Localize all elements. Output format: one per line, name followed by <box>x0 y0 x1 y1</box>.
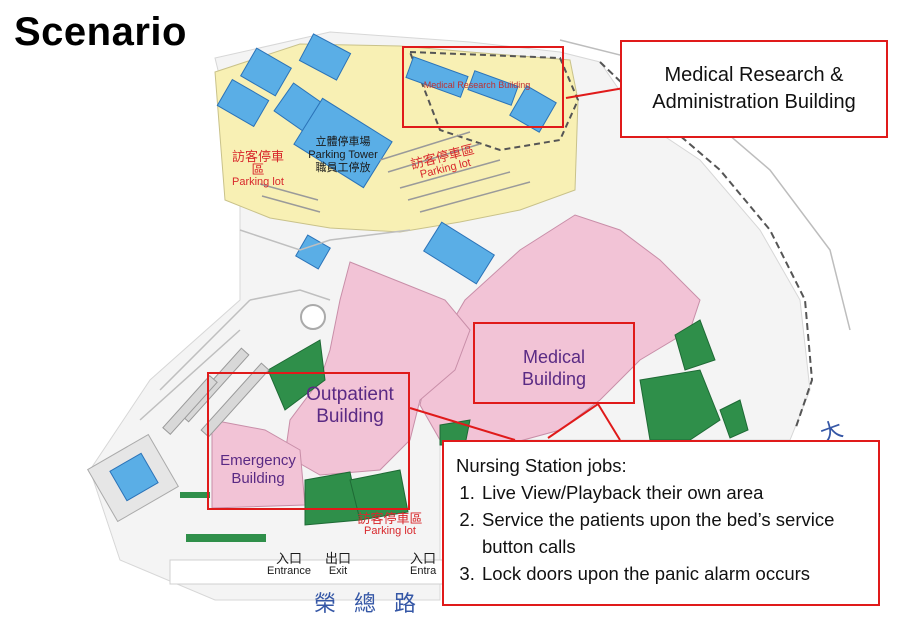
emergency-line1: Emergency <box>220 452 296 469</box>
nursing-job-item: Lock doors upon the panic alarm occurs <box>480 560 878 587</box>
parking-stripes <box>259 131 531 213</box>
exit-label: 出口 Exit <box>318 552 358 578</box>
medical-building-label: Medical Building <box>493 346 615 390</box>
research-callout-pointer <box>565 87 625 99</box>
parking-tower-en: Parking Tower <box>308 149 378 161</box>
parking-tower-cn: 立體停車場 <box>315 136 371 148</box>
nursing-job-item: Live View/Playback their own area <box>480 479 878 506</box>
emergency-line2: Building <box>231 470 285 487</box>
visitor-parking-label-south: 訪客停車區 Parking lot <box>350 512 430 538</box>
research-callout-line2: Administration Building <box>652 91 856 113</box>
research-boundary-dashed <box>408 50 580 152</box>
outpatient-line1: Outpatient <box>306 384 394 405</box>
research-callout-line1: Medical Research & <box>664 64 844 86</box>
roundabout <box>300 304 326 330</box>
blue-building-southwest <box>87 433 179 523</box>
research-building-label-small: Medical Research Building <box>423 80 531 90</box>
emergency-building-label: Emergency Building <box>212 452 304 488</box>
entrance2-en: Entra <box>410 565 437 577</box>
outpatient-highlight-box <box>207 372 410 510</box>
exit-en: Exit <box>328 565 348 577</box>
visitor-parking-cn-south: 訪客停車區 <box>357 511 423 526</box>
green-areas <box>267 319 749 526</box>
outpatient-building-shape <box>284 261 471 476</box>
blue-buildings-north <box>216 33 557 285</box>
research-callout: Medical Research & Administration Buildi… <box>620 40 888 138</box>
parking-lot-en-south: Parking lot <box>364 525 416 537</box>
visitor-parking-label-west: 訪客停車區 Parking lot <box>228 150 288 189</box>
nursing-job-item: Service the patients upon the bed’s serv… <box>480 506 878 560</box>
left-parking-rows <box>162 347 270 438</box>
nursing-callout: Nursing Station jobs: Live View/Playback… <box>442 440 880 606</box>
medical-building-shape <box>419 214 701 446</box>
parking-tower-label: 立體停車場 Parking Tower 職員工停放 <box>308 136 378 175</box>
entrance2-cn: 入口 <box>410 552 437 566</box>
nursing-callout-heading: Nursing Station jobs: <box>456 455 627 476</box>
bottom-road <box>169 559 451 585</box>
outpatient-line2: Building <box>316 406 384 427</box>
outpatient-building-label: Outpatient Building <box>290 384 410 428</box>
green-strips <box>180 492 266 542</box>
entrance2-label: 入口 Entra <box>410 552 444 578</box>
roads <box>139 229 411 421</box>
entrance-label: 入口 Entrance <box>262 552 316 578</box>
medical-line1: Medical <box>522 347 586 367</box>
road-name-label: 榮總路 <box>314 591 435 616</box>
research-highlight-box <box>402 46 564 128</box>
nursing-callout-pointer <box>409 402 621 441</box>
exit-cn: 出口 <box>324 551 351 566</box>
medical-highlight-box <box>473 322 635 404</box>
nursing-jobs-list: Live View/Playback their own area Servic… <box>456 479 878 587</box>
parking-tower-cn2: 職員工停放 <box>315 162 371 174</box>
medical-line2: Building <box>521 369 587 389</box>
entrance-en: Entrance <box>266 565 312 577</box>
emergency-building-shape <box>211 419 306 509</box>
visitor-parking-cn-west: 訪客停車區 <box>231 149 284 177</box>
page-title: Scenario <box>14 10 187 54</box>
parking-lot-en-west: Parking lot <box>232 176 284 188</box>
entrance-cn: 入口 <box>275 551 302 566</box>
